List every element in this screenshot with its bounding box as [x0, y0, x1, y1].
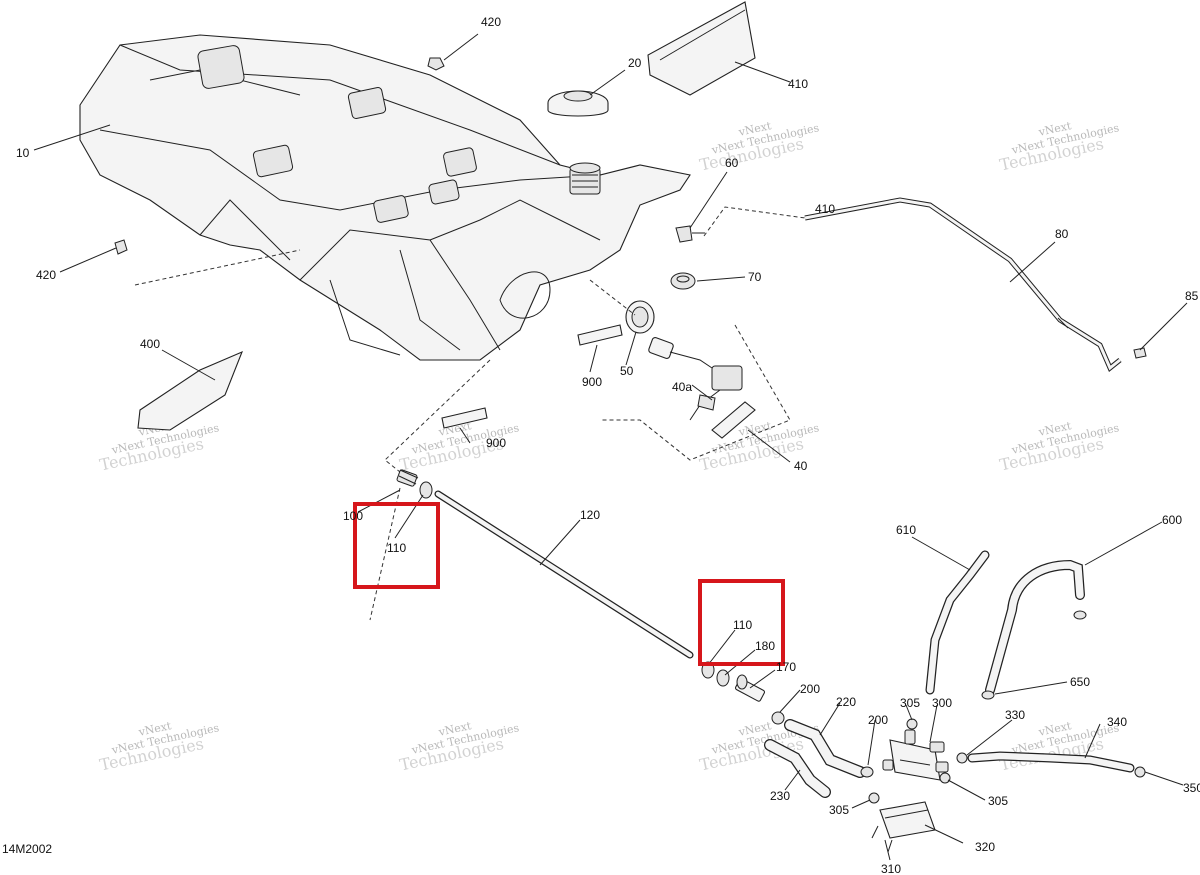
clamp-330	[956, 752, 968, 764]
callout-20: 20	[628, 56, 642, 70]
callout-220: 220	[836, 695, 856, 709]
grommet-70	[670, 272, 696, 290]
shield-400	[137, 350, 243, 431]
callout-10: 10	[16, 146, 30, 160]
watermark: vNext Technologies vNext Technologies	[998, 119, 1121, 174]
callout-85: 85	[1185, 289, 1199, 303]
callout-420: 420	[481, 15, 501, 29]
valve-60	[675, 225, 705, 243]
clamp-650-bottom	[981, 690, 995, 700]
clip-420-left	[114, 239, 128, 255]
callout-60: 60	[725, 156, 739, 170]
group-outline-110	[369, 487, 401, 621]
callout-40: 40	[794, 459, 808, 473]
clamp-305-bottom	[868, 792, 880, 804]
callout-310: 310	[881, 862, 901, 875]
watermark: vNext Technologies vNext Technologies	[98, 719, 221, 774]
callout-900: 900	[486, 436, 506, 450]
vent-line-80	[804, 197, 1122, 372]
washer-180	[716, 669, 730, 687]
pad-900-second	[441, 407, 488, 429]
callout-300: 300	[932, 696, 952, 710]
clamp-305-right	[939, 772, 951, 784]
callout-400: 400	[140, 337, 160, 351]
callout-40a: 40a	[672, 380, 692, 394]
highlight-box-110-left	[353, 502, 440, 589]
callout-650: 650	[1070, 675, 1090, 689]
screw-310	[871, 825, 893, 853]
leader-lines	[33, 33, 1188, 861]
clamp-650-top	[1073, 610, 1087, 620]
callout-305: 305	[988, 794, 1008, 808]
callout-70: 70	[748, 270, 762, 284]
callout-600: 600	[1162, 513, 1182, 527]
callout-50: 50	[620, 364, 634, 378]
callout-410: 410	[788, 77, 808, 91]
clamp-200-left	[771, 711, 785, 725]
callout-120: 120	[580, 508, 600, 522]
callout-305: 305	[900, 696, 920, 710]
callout-100: 100	[343, 509, 363, 523]
connector-100	[396, 469, 419, 487]
clamp-200-right	[860, 766, 874, 778]
watermark: vNext Technologies vNext Technologies	[998, 419, 1121, 474]
callout-410: 410	[815, 202, 835, 216]
group-outline-420	[134, 249, 301, 286]
callout-230: 230	[770, 789, 790, 803]
fuel-pump	[648, 337, 756, 439]
clamp-110-left	[419, 481, 433, 499]
callout-305: 305	[829, 803, 849, 817]
callout-610: 610	[896, 523, 916, 537]
callout-900: 900	[582, 375, 602, 389]
group-outline-60	[703, 206, 806, 237]
fitting-170	[734, 674, 766, 702]
callout-330: 330	[1005, 708, 1025, 722]
callout-320: 320	[975, 840, 995, 854]
callout-200: 200	[800, 682, 820, 696]
callout-170: 170	[776, 660, 796, 674]
clamp-305-top	[906, 718, 918, 730]
pump-ring-50	[625, 300, 655, 334]
callout-340: 340	[1107, 715, 1127, 729]
heat-shield-410	[647, 1, 756, 96]
drawing-code: 14M2002	[2, 842, 52, 856]
fuel-tank	[79, 34, 691, 361]
highlight-box-110-right	[698, 579, 785, 666]
callout-200: 200	[868, 713, 888, 727]
bracket-320	[879, 801, 936, 839]
fuel-cap	[547, 90, 609, 117]
group-outline-pump	[589, 279, 791, 461]
clip-420-top	[427, 57, 445, 71]
valve-block-300	[882, 729, 949, 781]
callout-110: 110	[733, 618, 752, 632]
callout-80: 80	[1055, 227, 1069, 241]
callout-420: 420	[36, 268, 56, 282]
clamp-350	[1134, 766, 1146, 778]
watermark: vNext Technologies vNext Technologies	[398, 719, 521, 774]
callout-350: 350	[1183, 781, 1200, 795]
pad-900	[577, 324, 623, 346]
watermark: vNext Technologies vNext Technologies	[698, 119, 821, 174]
callout-180: 180	[755, 639, 775, 653]
callout-labels: 420 20 410 10 60 410 80 70 85 420 400 90…	[2, 15, 1200, 875]
callout-110: 110	[387, 541, 406, 555]
